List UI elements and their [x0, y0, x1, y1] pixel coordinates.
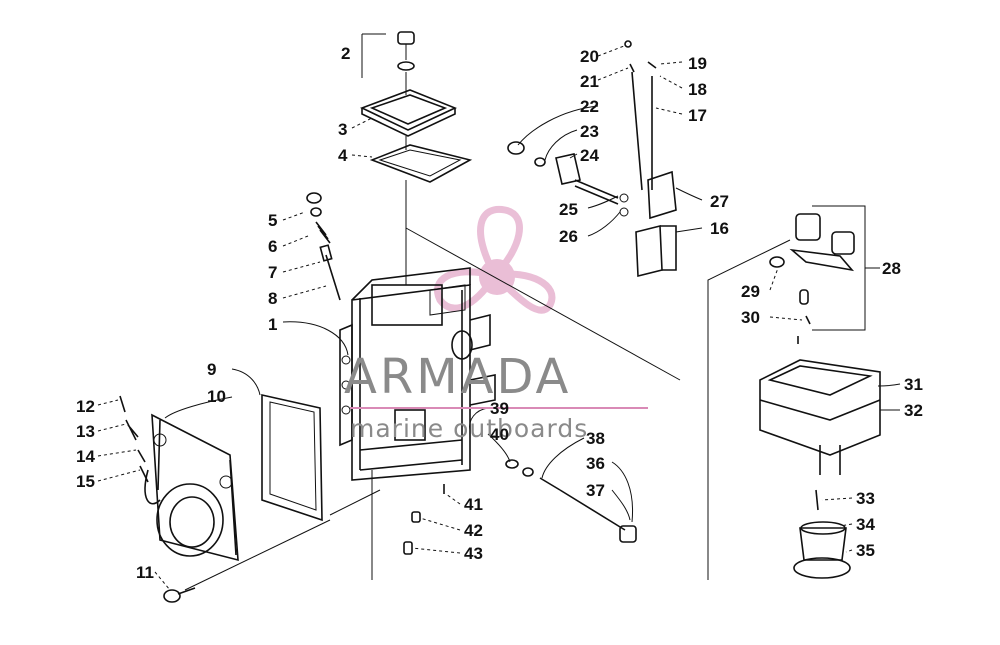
callout-6: 6 [268, 237, 277, 256]
callout-16: 16 [710, 219, 729, 238]
callout-4: 4 [338, 146, 348, 165]
callout-3: 3 [338, 120, 347, 139]
callout-8: 8 [268, 289, 277, 308]
propeller-icon [434, 205, 556, 314]
callout-11: 11 [136, 563, 154, 582]
callout-23: 23 [580, 122, 599, 141]
callout-21: 21 [580, 72, 599, 91]
callout-20: 20 [580, 47, 599, 66]
float-bowl-assembly [759, 213, 881, 579]
callout-30: 30 [741, 308, 760, 327]
callout-40: 40 [490, 425, 509, 444]
gasket-9 [261, 394, 323, 522]
callout-41: 41 [464, 495, 483, 514]
callout-26: 26 [559, 227, 578, 246]
callout-22: 22 [580, 97, 599, 116]
callout-12: 12 [76, 397, 95, 416]
fittings-right [403, 459, 637, 555]
intake-housing [144, 413, 239, 562]
callout-27: 27 [710, 192, 729, 211]
carburetor-body [339, 267, 496, 481]
callout-28: 28 [882, 259, 901, 278]
callout-35: 35 [856, 541, 875, 560]
callout-32: 32 [904, 401, 923, 420]
small-hardware-left [119, 395, 196, 603]
callout-10: 10 [207, 387, 226, 406]
callout-29: 29 [741, 282, 760, 301]
callout-1: 1 [268, 315, 277, 334]
callout-13: 13 [76, 422, 95, 441]
callout-25: 25 [559, 200, 578, 219]
callout-19: 19 [688, 54, 707, 73]
callout-42: 42 [464, 521, 483, 540]
jet-needle-stack [306, 192, 341, 301]
throttle-linkage [507, 40, 677, 278]
callout-17: 17 [688, 106, 707, 125]
callout-38: 38 [586, 429, 605, 448]
callout-36: 36 [586, 454, 605, 473]
callout-37: 37 [586, 481, 605, 500]
callout-34: 34 [856, 515, 875, 534]
callout-31: 31 [904, 375, 923, 394]
assembly-lines [184, 34, 791, 591]
callout-18: 18 [688, 80, 707, 99]
callout-2: 2 [341, 44, 350, 63]
callout-43: 43 [464, 544, 483, 563]
callout-9: 9 [207, 360, 216, 379]
watermark-tagline: marine outboards [350, 414, 588, 443]
callout-labels: 2 3 4 5 6 7 8 1 9 10 11 12 13 14 15 16 1… [76, 44, 923, 582]
callout-24: 24 [580, 146, 599, 165]
callout-33: 33 [856, 489, 875, 508]
callout-7: 7 [268, 263, 277, 282]
callout-15: 15 [76, 472, 95, 491]
watermark-brand: ARMADA [344, 349, 571, 405]
top-cover-assembly [359, 31, 473, 285]
callout-14: 14 [76, 447, 95, 466]
callout-5: 5 [268, 211, 277, 230]
callout-leaders [97, 33, 901, 591]
callout-39: 39 [490, 399, 509, 418]
